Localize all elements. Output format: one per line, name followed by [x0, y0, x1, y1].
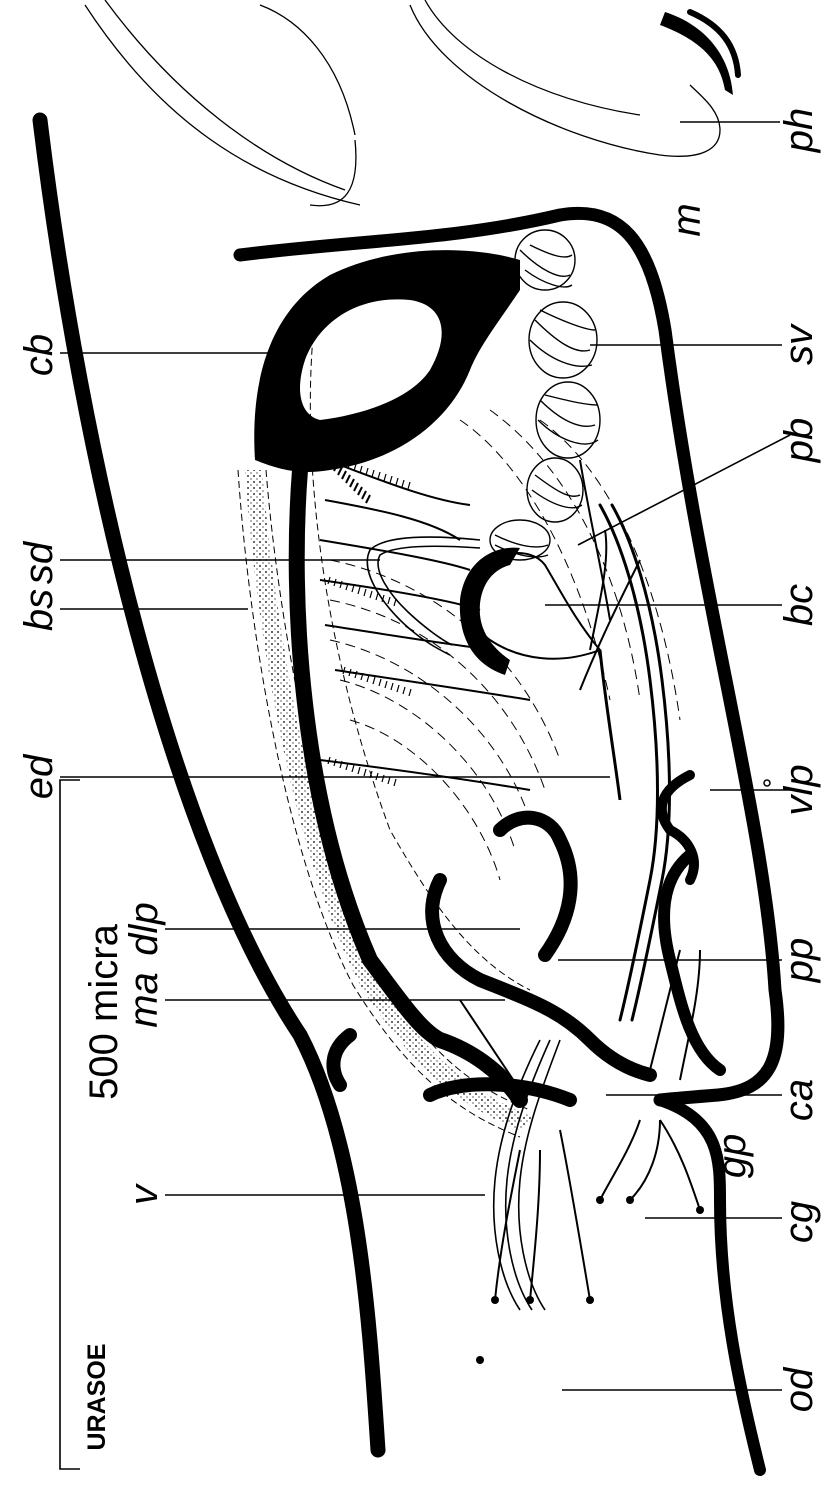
dot-marker	[316, 1060, 320, 1064]
copulatory-bulb	[254, 250, 520, 472]
label-cb: cb	[17, 334, 61, 376]
label-m: m	[665, 203, 709, 236]
label-vlp: vlp	[777, 764, 821, 815]
label-ph: ph	[777, 108, 821, 154]
pharynx-wall	[660, 12, 733, 95]
label-sd: sd	[17, 540, 61, 584]
label-ed: ed	[17, 753, 61, 799]
locality-label: URASOE	[83, 1344, 111, 1451]
dot-marker	[764, 780, 770, 786]
label-cg: cg	[777, 1201, 821, 1243]
bursa-copulatrix	[460, 548, 620, 800]
label-bs: bs	[17, 589, 61, 631]
fiber-tips	[476, 1196, 704, 1364]
label-pp: pp	[777, 938, 821, 984]
pharynx-outlines	[85, 0, 738, 206]
label-dlp: dlp	[122, 902, 166, 955]
scale-bar-label: 500 micra	[82, 923, 126, 1099]
label-sv: sv	[777, 323, 821, 365]
dot-marker	[723, 1274, 727, 1278]
label-bc: bc	[777, 584, 821, 626]
label-ca: ca	[777, 1079, 821, 1121]
label-v: v	[122, 1183, 166, 1205]
fiber-hatching	[328, 462, 411, 786]
label-pb: pb	[777, 418, 821, 464]
label-ma: ma	[122, 972, 166, 1028]
label-gp: gp	[710, 1134, 754, 1179]
scale-bar	[60, 780, 80, 1469]
label-od: od	[777, 1366, 821, 1412]
